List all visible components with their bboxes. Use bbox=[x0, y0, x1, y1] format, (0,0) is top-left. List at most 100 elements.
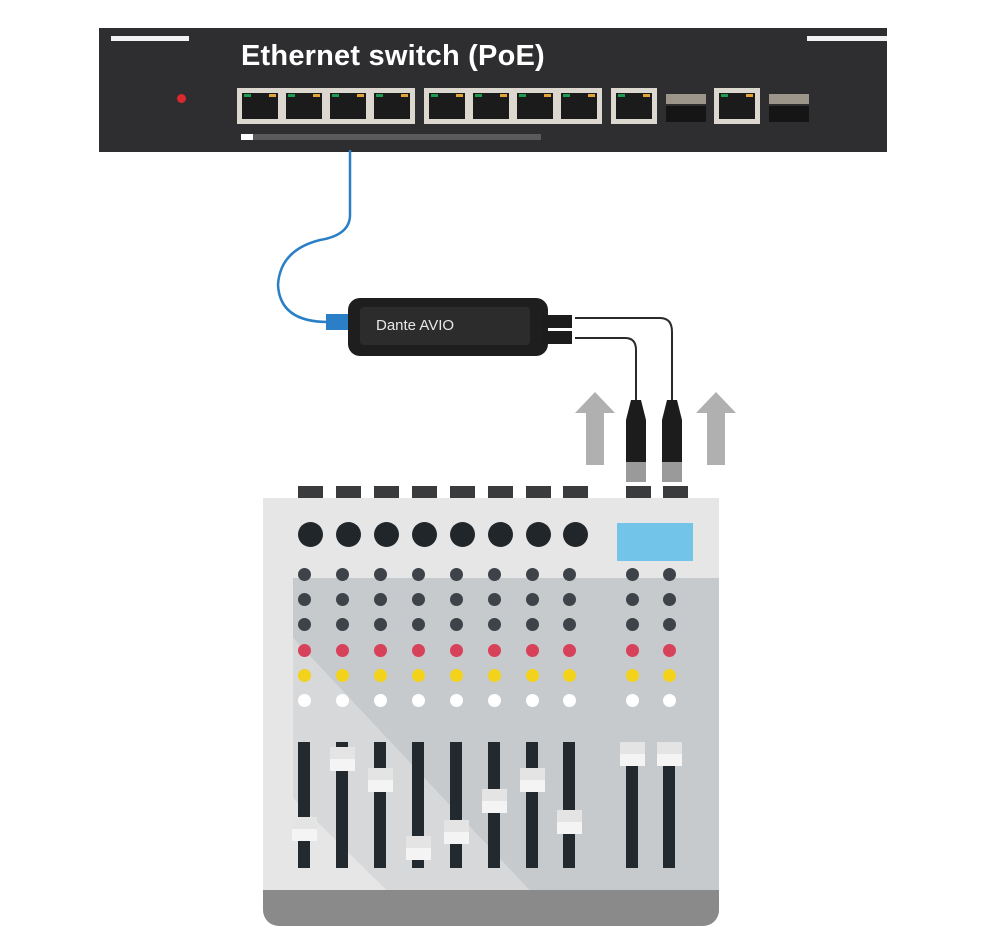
control-knob[interactable] bbox=[336, 669, 349, 682]
ethernet-port[interactable] bbox=[286, 93, 322, 119]
control-knob[interactable] bbox=[526, 644, 539, 657]
gain-knob[interactable] bbox=[526, 522, 551, 547]
control-knob[interactable] bbox=[663, 644, 676, 657]
control-knob[interactable] bbox=[563, 644, 576, 657]
fader-handle[interactable] bbox=[368, 768, 393, 792]
control-knob[interactable] bbox=[450, 568, 463, 581]
fader-handle[interactable] bbox=[620, 742, 645, 766]
control-knob[interactable] bbox=[626, 568, 639, 581]
fader-handle[interactable] bbox=[406, 835, 431, 860]
control-knob[interactable] bbox=[526, 669, 539, 682]
control-knob[interactable] bbox=[563, 568, 576, 581]
fader-handle[interactable] bbox=[292, 816, 317, 841]
gain-knob[interactable] bbox=[412, 522, 437, 547]
control-knob[interactable] bbox=[336, 694, 349, 707]
ethernet-port[interactable] bbox=[242, 93, 278, 119]
control-knob[interactable] bbox=[488, 568, 501, 581]
control-knob[interactable] bbox=[298, 568, 311, 581]
control-knob[interactable] bbox=[298, 644, 311, 657]
control-knob[interactable] bbox=[563, 618, 576, 631]
control-knob[interactable] bbox=[488, 593, 501, 606]
sfp-slot[interactable] bbox=[666, 94, 706, 122]
control-knob[interactable] bbox=[663, 593, 676, 606]
ethernet-port[interactable] bbox=[429, 93, 465, 119]
control-knob[interactable] bbox=[412, 593, 425, 606]
gain-knob[interactable] bbox=[563, 522, 588, 547]
control-knob[interactable] bbox=[488, 694, 501, 707]
control-knob[interactable] bbox=[626, 644, 639, 657]
control-knob[interactable] bbox=[374, 618, 387, 631]
input-jack[interactable] bbox=[336, 486, 361, 498]
control-knob[interactable] bbox=[412, 669, 425, 682]
control-knob[interactable] bbox=[374, 669, 387, 682]
fader-handle[interactable] bbox=[444, 820, 469, 844]
control-knob[interactable] bbox=[450, 618, 463, 631]
control-knob[interactable] bbox=[450, 593, 463, 606]
control-knob[interactable] bbox=[412, 694, 425, 707]
control-knob[interactable] bbox=[298, 593, 311, 606]
control-knob[interactable] bbox=[626, 669, 639, 682]
gain-knob[interactable] bbox=[450, 522, 475, 547]
control-knob[interactable] bbox=[412, 644, 425, 657]
input-jack[interactable] bbox=[526, 486, 551, 498]
control-knob[interactable] bbox=[663, 669, 676, 682]
control-knob[interactable] bbox=[374, 644, 387, 657]
control-knob[interactable] bbox=[374, 593, 387, 606]
control-knob[interactable] bbox=[412, 568, 425, 581]
control-knob[interactable] bbox=[336, 593, 349, 606]
control-knob[interactable] bbox=[450, 694, 463, 707]
fader-handle[interactable] bbox=[557, 809, 582, 834]
fader-handle[interactable] bbox=[330, 747, 355, 772]
control-knob[interactable] bbox=[488, 644, 501, 657]
control-knob[interactable] bbox=[336, 568, 349, 581]
ethernet-port[interactable] bbox=[330, 93, 366, 119]
gain-knob[interactable] bbox=[336, 522, 361, 547]
ethernet-port[interactable] bbox=[517, 93, 553, 119]
control-knob[interactable] bbox=[563, 669, 576, 682]
control-knob[interactable] bbox=[298, 618, 311, 631]
ethernet-port[interactable] bbox=[473, 93, 509, 119]
sfp-slot[interactable] bbox=[769, 94, 809, 122]
ethernet-port[interactable] bbox=[374, 93, 410, 119]
fader-handle[interactable] bbox=[482, 788, 507, 813]
input-jack[interactable] bbox=[374, 486, 399, 498]
input-jack[interactable] bbox=[488, 486, 513, 498]
control-knob[interactable] bbox=[626, 618, 639, 631]
control-knob[interactable] bbox=[663, 618, 676, 631]
input-jack[interactable] bbox=[450, 486, 475, 498]
control-knob[interactable] bbox=[374, 568, 387, 581]
input-jack[interactable] bbox=[626, 486, 651, 498]
control-knob[interactable] bbox=[626, 694, 639, 707]
fader-handle[interactable] bbox=[657, 742, 682, 766]
control-knob[interactable] bbox=[563, 694, 576, 707]
input-jack[interactable] bbox=[412, 486, 437, 498]
control-knob[interactable] bbox=[526, 618, 539, 631]
control-knob[interactable] bbox=[526, 568, 539, 581]
fader-handle[interactable] bbox=[520, 768, 545, 792]
ethernet-port[interactable] bbox=[616, 93, 652, 119]
control-knob[interactable] bbox=[563, 593, 576, 606]
ethernet-port[interactable] bbox=[719, 93, 755, 119]
control-knob[interactable] bbox=[663, 568, 676, 581]
control-knob[interactable] bbox=[626, 593, 639, 606]
ethernet-port[interactable] bbox=[561, 93, 597, 119]
control-knob[interactable] bbox=[450, 669, 463, 682]
input-jack[interactable] bbox=[663, 486, 688, 498]
control-knob[interactable] bbox=[450, 644, 463, 657]
gain-knob[interactable] bbox=[298, 522, 323, 547]
control-knob[interactable] bbox=[526, 593, 539, 606]
control-knob[interactable] bbox=[374, 694, 387, 707]
control-knob[interactable] bbox=[488, 669, 501, 682]
control-knob[interactable] bbox=[298, 694, 311, 707]
control-knob[interactable] bbox=[336, 618, 349, 631]
gain-knob[interactable] bbox=[488, 522, 513, 547]
control-knob[interactable] bbox=[336, 644, 349, 657]
control-knob[interactable] bbox=[526, 694, 539, 707]
control-knob[interactable] bbox=[488, 618, 501, 631]
input-jack[interactable] bbox=[298, 486, 323, 498]
control-knob[interactable] bbox=[663, 694, 676, 707]
control-knob[interactable] bbox=[412, 618, 425, 631]
control-knob[interactable] bbox=[298, 669, 311, 682]
gain-knob[interactable] bbox=[374, 522, 399, 547]
input-jack[interactable] bbox=[563, 486, 588, 498]
